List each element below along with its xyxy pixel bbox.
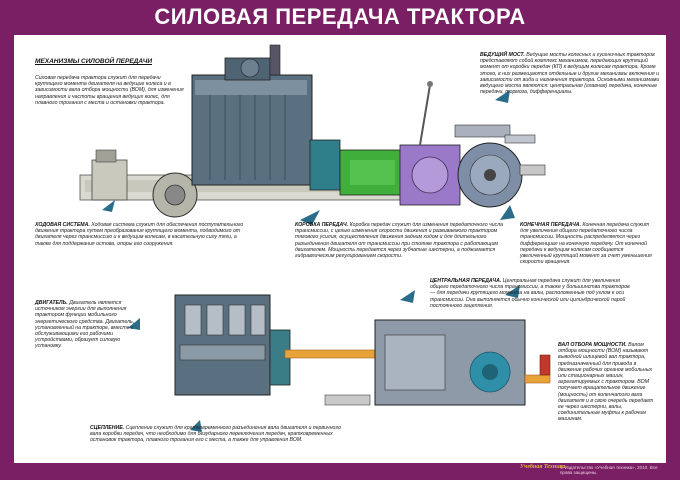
engine-text: Двигатель является источником энергии дл… [35, 300, 135, 350]
section-final-drive: КОНЕЧНАЯ ПЕРЕДАЧА. Конечная передача слу… [520, 222, 655, 265]
section-rear-axle: ВЕДУЩИЙ МОСТ. Ведущие мосты колесных и г… [480, 52, 660, 95]
content-sheet [14, 35, 666, 463]
intro-text: Силовая передача трактора служит для пер… [35, 75, 184, 106]
final-drive-text: Конечная передача служит для увеличения … [520, 222, 652, 266]
clutch-text: Сцепление служит для кратковременного ра… [90, 425, 341, 444]
clutch-label: СЦЕПЛЕНИЕ. [90, 425, 125, 431]
footer-credits: © Издательство «Учебная техника», 2010. … [560, 465, 658, 475]
poster-title: СИЛОВАЯ ПЕРЕДАЧА ТРАКТОРА [154, 4, 526, 29]
section-gearbox: КОРОБКА ПЕРЕДАЧ. Коробка передач служит … [295, 222, 510, 259]
section-engine: ДВИГАТЕЛЬ. Двигатель является источником… [35, 300, 145, 350]
pto-text: Валом отбора мощности (ВОМ) называют выв… [558, 342, 654, 423]
pto-label: ВАЛ ОТБОРА МОЩНОСТИ. [558, 342, 627, 348]
section-running-gear: ХОДОВАЯ СИСТЕМА. Ходовая система служит … [35, 222, 250, 247]
rear-axle-text: Ведущие мосты колесных и гусеничных трак… [480, 52, 660, 96]
running-gear-text: Ходовая система служит для обеспечения п… [35, 222, 244, 247]
section-clutch: СЦЕПЛЕНИЕ. Сцепление служит для кратковр… [90, 425, 350, 444]
central-drive-label: ЦЕНТРАЛЬНАЯ ПЕРЕДАЧА. [430, 278, 502, 284]
running-gear-label: ХОДОВАЯ СИСТЕМА. [35, 222, 90, 228]
final-drive-label: КОНЕЧНАЯ ПЕРЕДАЧА. [520, 222, 581, 228]
engine-label: ДВИГАТЕЛЬ. [35, 300, 68, 306]
intro-heading: МЕХАНИЗМЫ СИЛОВОЙ ПЕРЕДАЧИ [35, 58, 153, 65]
section-central-drive: ЦЕНТРАЛЬНАЯ ПЕРЕДАЧА. Центральная переда… [430, 278, 630, 309]
central-drive-text: Центральная передача служит для увеличен… [430, 278, 630, 309]
gearbox-label: КОРОБКА ПЕРЕДАЧ. [295, 222, 349, 228]
gearbox-text: Коробка передач служит для изменения пер… [295, 222, 504, 260]
publisher-logo: Учебная Техника [520, 464, 566, 470]
rear-axle-label: ВЕДУЩИЙ МОСТ. [480, 52, 525, 58]
section-pto: ВАЛ ОТБОРА МОЩНОСТИ. Валом отбора мощнос… [558, 342, 658, 423]
